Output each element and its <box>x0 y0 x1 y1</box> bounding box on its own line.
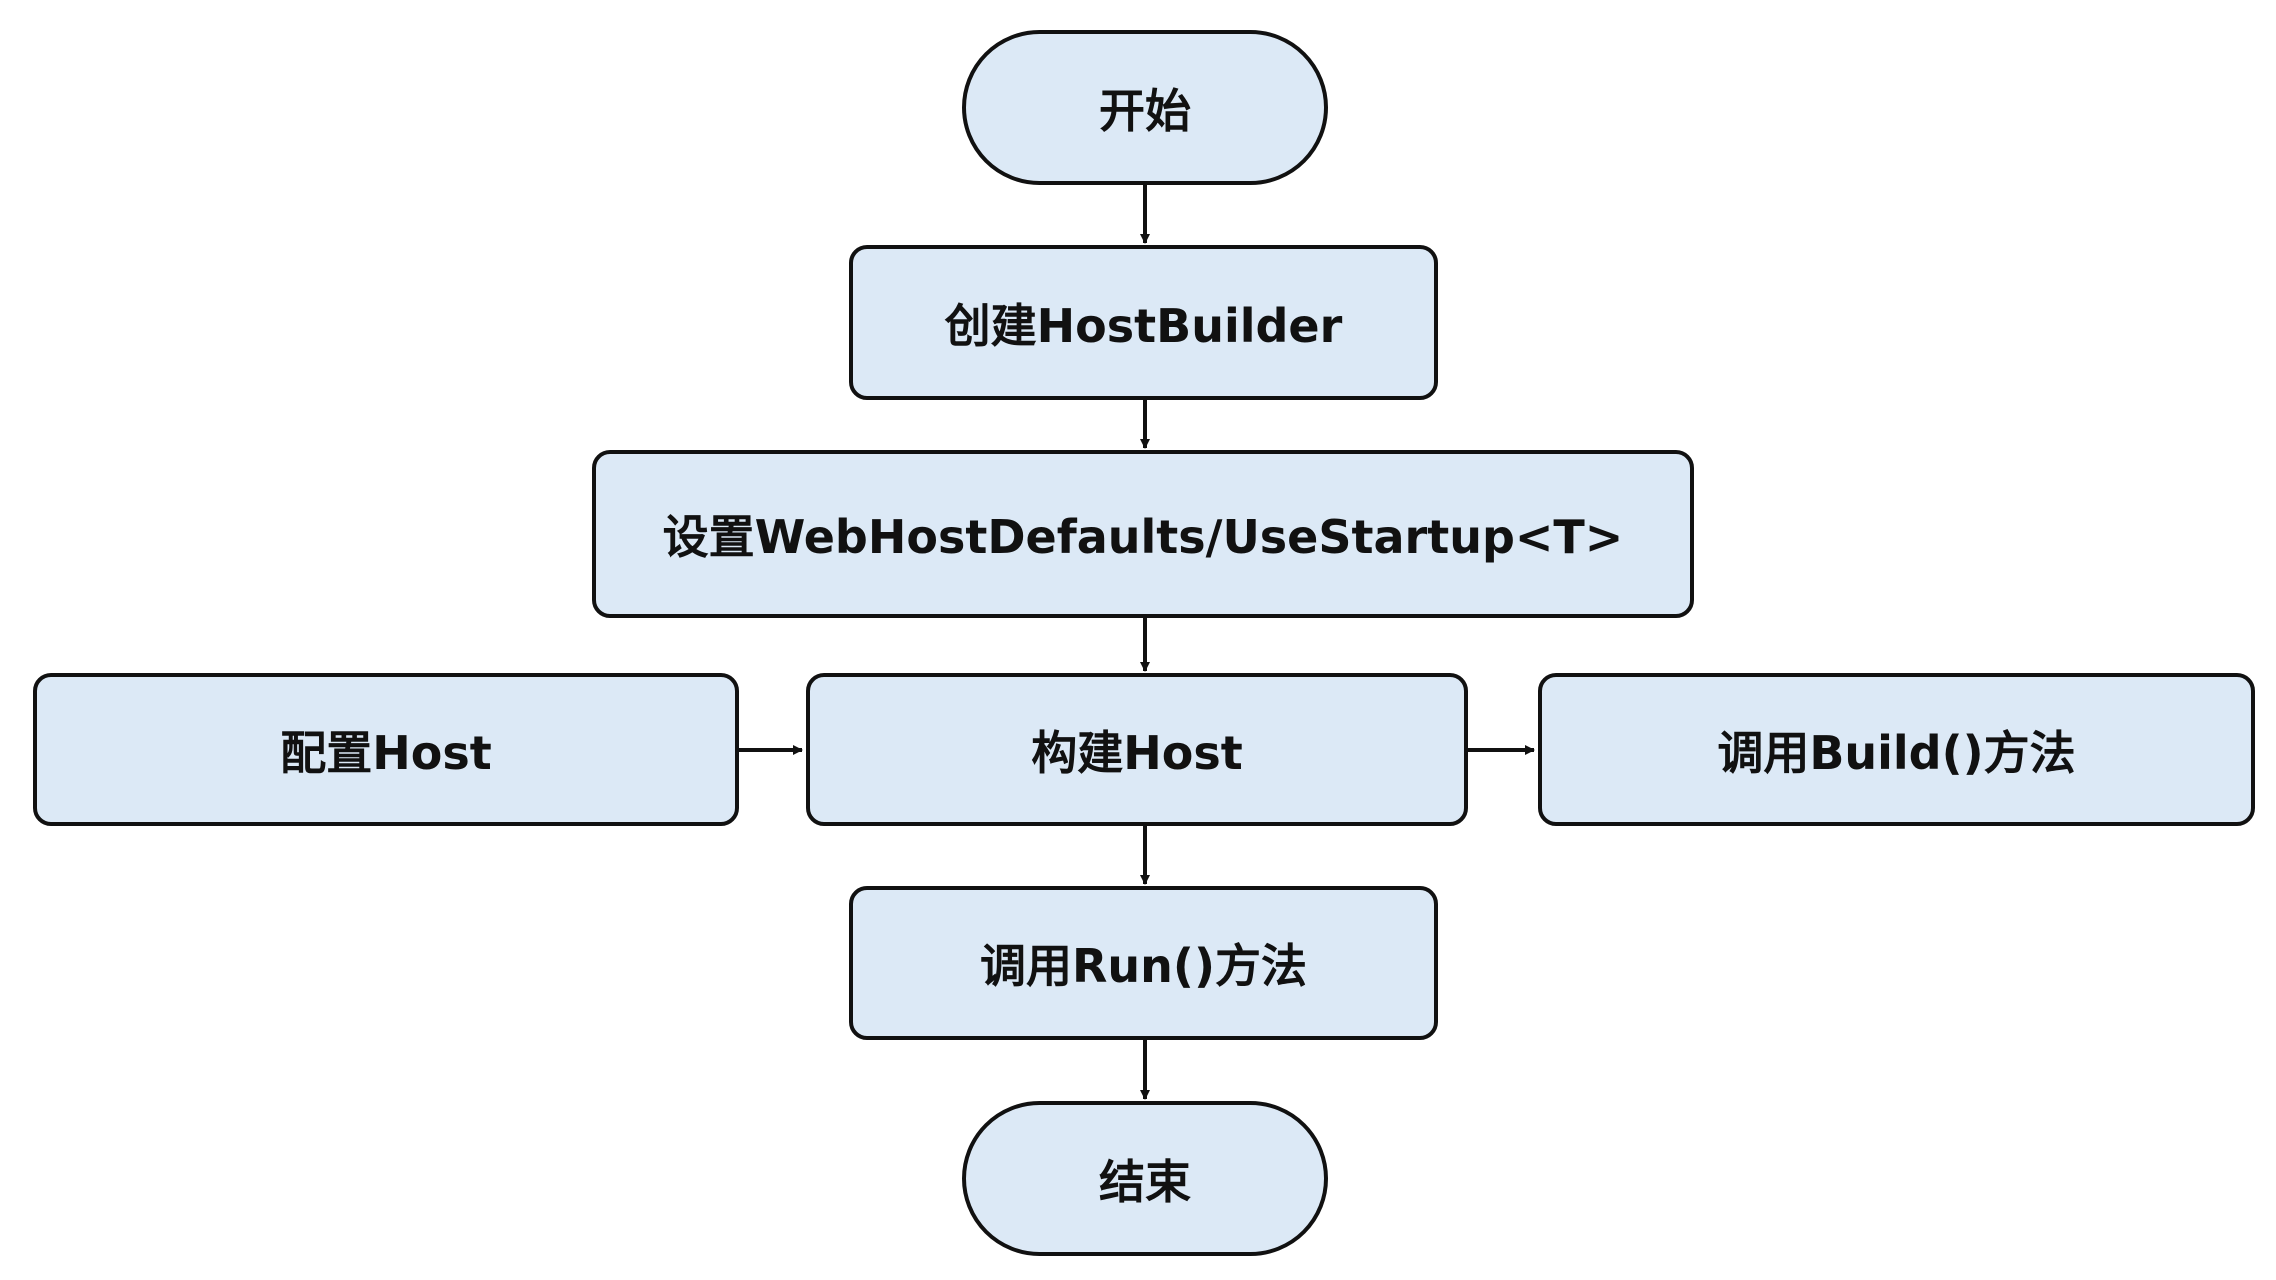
set-web-host-defaults-label: 设置WebHostDefaults/UseStartup<T> <box>662 510 1624 564</box>
create-host-builder-node: 创建HostBuilder <box>849 245 1438 400</box>
configure-host-node: 配置Host <box>33 673 739 826</box>
call-run-label: 调用Run()方法 <box>980 939 1307 993</box>
create-host-builder-label: 创建HostBuilder <box>944 298 1343 353</box>
call-build-label: 调用Build()方法 <box>1717 725 2076 780</box>
end-node: 结束 <box>962 1101 1328 1256</box>
configure-host-label: 配置Host <box>280 725 492 780</box>
start-label: 开始 <box>1099 83 1191 138</box>
end-label: 结束 <box>1099 1154 1191 1209</box>
build-host-node: 构建Host <box>806 673 1468 826</box>
build-host-label: 构建Host <box>1031 725 1243 780</box>
set-web-host-defaults-node: 设置WebHostDefaults/UseStartup<T> <box>592 450 1694 618</box>
call-run-node: 调用Run()方法 <box>849 886 1438 1040</box>
start-node: 开始 <box>962 30 1328 185</box>
call-build-node: 调用Build()方法 <box>1538 673 2255 826</box>
